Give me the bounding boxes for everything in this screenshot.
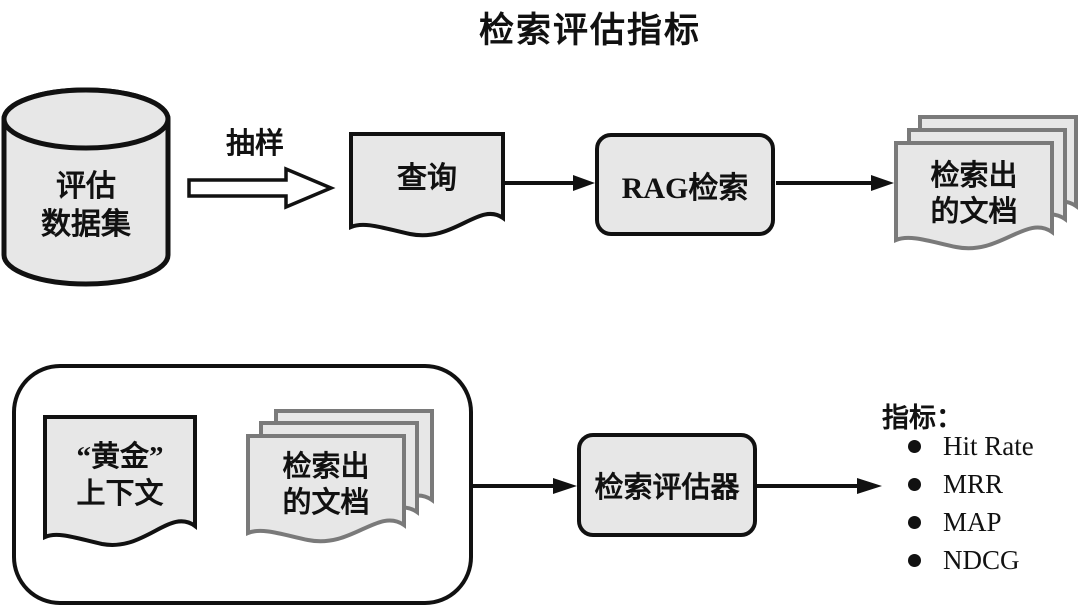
metric-item-mrr: MRR bbox=[908, 465, 1034, 503]
bullet-icon bbox=[908, 439, 921, 453]
metrics-header: 指标： bbox=[882, 403, 963, 433]
bullet-icon bbox=[908, 477, 921, 491]
diagram-title: 检索评估指标 bbox=[478, 11, 701, 50]
sampling-block-arrow-icon bbox=[187, 166, 336, 210]
query-document bbox=[349, 132, 505, 238]
retrieved-docs-stack-bottom: 检索出 的文档 bbox=[245, 408, 434, 560]
metrics-list: Hit Rate MRR MAP NDCG bbox=[908, 427, 1034, 579]
golden-context-label: “黄金” 上下文 bbox=[76, 441, 164, 510]
arrow-evaluator-to-metrics bbox=[756, 478, 882, 494]
metric-item-hit-rate: Hit Rate bbox=[908, 427, 1034, 465]
query-label: 查询 bbox=[397, 162, 457, 195]
arrow-query-to-rag bbox=[505, 175, 595, 191]
arrow-inputs-to-evaluator bbox=[473, 478, 577, 494]
golden-context-document bbox=[43, 415, 197, 547]
rag-retrieval-label: RAG检索 bbox=[621, 171, 749, 205]
dataset-label: 评估 数据集 bbox=[41, 170, 131, 241]
rag-retrieval-box: RAG检索 bbox=[595, 133, 775, 236]
bullet-icon bbox=[908, 553, 921, 567]
retrieved-docs-label-bottom: 检索出 的文档 bbox=[282, 451, 370, 519]
retrieved-docs-label-top: 检索出 的文档 bbox=[930, 160, 1018, 228]
bullet-icon bbox=[908, 515, 921, 529]
arrow-rag-to-docs bbox=[776, 175, 894, 191]
metric-item-map: MAP bbox=[908, 503, 1034, 541]
retrieval-evaluator-label: 检索评估器 bbox=[594, 472, 740, 504]
document-front-icon bbox=[246, 434, 406, 544]
document-front-icon bbox=[894, 141, 1054, 251]
sampling-label: 抽样 bbox=[225, 128, 284, 160]
metric-item-ndcg: NDCG bbox=[908, 541, 1034, 579]
retrieved-docs-stack-top: 检索出 的文档 bbox=[893, 114, 1079, 266]
retrieval-evaluator-box: 检索评估器 bbox=[577, 433, 757, 537]
dataset-cylinder bbox=[1, 87, 171, 287]
